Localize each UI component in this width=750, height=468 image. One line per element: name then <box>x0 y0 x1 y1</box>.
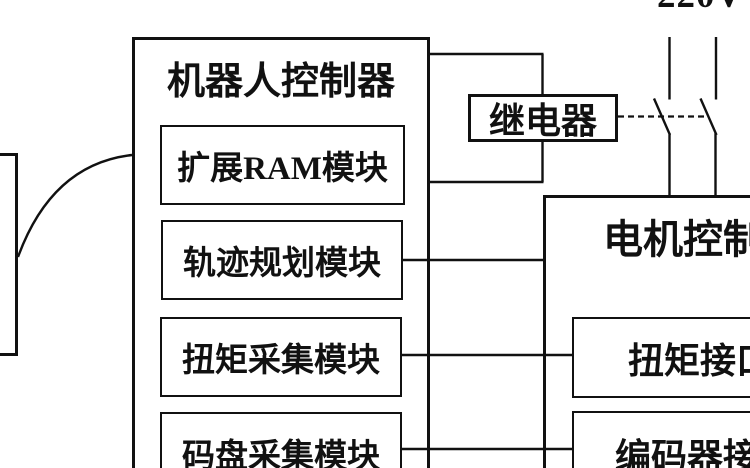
trajectory-planning-module-label: 轨迹规划模块 <box>183 246 381 282</box>
relay-label: 继电器 <box>488 101 597 141</box>
left-partial-box <box>0 153 18 356</box>
encoder-disk-acquisition-module-label: 码盘采集模块 <box>182 439 380 468</box>
torque-acquisition-module-box: 扭矩采集模块 <box>160 317 402 397</box>
trajectory-planning-module-box: 轨迹规划模块 <box>161 220 403 300</box>
torque-acquisition-module-label: 扭矩采集模块 <box>182 343 380 379</box>
encoder-disk-acquisition-module-box: 码盘采集模块 <box>160 412 402 468</box>
robot-controller-title: 机器人控制器 <box>166 61 395 103</box>
ram-module-box: 扩展RAM模块 <box>160 125 405 205</box>
relay-box: 继电器 <box>468 94 618 142</box>
torque-interface-box: 扭矩接口 <box>572 317 750 398</box>
torque-interface-label: 扭矩接口 <box>627 340 750 381</box>
encoder-interface-label: 编码器接口 <box>614 436 750 468</box>
voltage-label: ~220V <box>595 0 750 15</box>
ram-module-label: 扩展RAM模块 <box>177 151 388 187</box>
power-switch-icon <box>652 37 672 196</box>
connection-arc <box>16 153 133 258</box>
motor-controller-title: 电机控制器 <box>603 217 750 262</box>
encoder-interface-box: 编码器接口 <box>572 411 750 468</box>
power-switch-icon <box>699 37 718 196</box>
